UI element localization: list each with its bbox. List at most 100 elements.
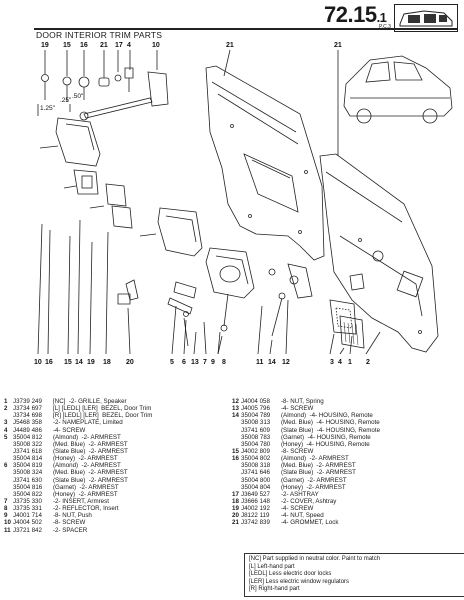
part-number: J4001 714 (13, 512, 42, 520)
header-rule (34, 28, 458, 30)
part-description: -4- GROMMET, Lock (281, 519, 339, 527)
part-callout: 15 (232, 447, 239, 455)
part-callout: 8 (4, 505, 8, 513)
part-description: (Almond) -2- ARMREST (53, 462, 121, 470)
part-callout: 6 (4, 462, 8, 470)
note-line: [NC] Part supplied in neutral color. Pai… (249, 556, 381, 562)
part-number: J3735 330 (13, 497, 42, 505)
page-code: P.C.3 (379, 24, 391, 30)
callout-bottom: 20 (126, 359, 134, 366)
part-description: -2- NAMEPLATE, Limited (53, 419, 123, 427)
part-row: 8 J3735 331 -2- REFLECTOR, Insert (4, 505, 152, 512)
part-row: 6 35004 819 (Almond) -2- ARMREST (4, 462, 152, 469)
part-description: (Med. Blue) -2- ARMREST (281, 462, 356, 470)
callout-bottom: 11 (256, 359, 264, 366)
part-number: J4004 502 (13, 519, 42, 527)
part-number: J3735 331 (13, 505, 42, 513)
part-callout: 21 (232, 519, 239, 527)
part-description: -8- NUT, Push (53, 512, 92, 520)
part-number: 35008 324 (13, 469, 43, 477)
callout-bottom: 12 (282, 359, 290, 366)
part-number: J4005 796 (241, 405, 270, 413)
notes-box: [NC] Part supplied in neutral color. Pai… (244, 553, 464, 597)
callout-top: 21 (334, 42, 342, 49)
part-number: 35004 816 (13, 483, 43, 491)
door-locator-icon (394, 4, 458, 32)
part-row: 35008 313(Med. Blue) -4- HOUSING, Remote (232, 419, 380, 426)
part-number: 35004 814 (13, 455, 43, 463)
note-line: [LER] Less electric window regulators (249, 578, 350, 585)
callout-bottom: 18 (103, 359, 111, 366)
dimension-label: .25" (60, 97, 72, 104)
part-description: -8- SCREW (53, 519, 86, 527)
part-description: (Garnet) -2- ARMREST (281, 476, 347, 484)
part-number: J8122 119 (241, 512, 270, 520)
part-number: J3741 609 (241, 426, 270, 434)
part-description: -8- NUT, Spring (281, 398, 324, 405)
part-description: -2- COVER, Ashtray (281, 497, 337, 505)
part-callout: 19 (232, 505, 239, 513)
part-callout: 16 (232, 455, 239, 463)
part-number: 35004 804 (241, 483, 271, 491)
part-row: 35008 324(Med. Blue) -2- ARMREST (4, 469, 152, 476)
part-description: (Honey) -2- ARMREST (53, 490, 118, 498)
part-number: J4002 809 (241, 447, 270, 455)
part-callout: 9 (4, 512, 8, 520)
part-callout: 3 (4, 419, 8, 427)
callout-top: 16 (80, 42, 88, 49)
callout-bottom: 9 (211, 359, 215, 366)
part-row: 35004 814(Honey) -2- ARMREST (4, 455, 152, 462)
part-number: 35004 819 (13, 462, 43, 470)
note-line: [R] Right-hand part (249, 586, 300, 593)
part-description: -4- NUT, Speed (281, 512, 324, 520)
part-callout: 2 (4, 405, 8, 413)
part-number: J3741 618 (13, 447, 42, 455)
part-description: [L] [LEDL] [LER] BEZEL, Door Trim (53, 405, 152, 413)
part-description: -8- SCREW (281, 447, 314, 455)
part-description: (Honey) -2- ARMREST (281, 483, 346, 491)
part-description: -4- SCREW (281, 405, 314, 413)
note-line: [L] Left-hand part (249, 563, 295, 570)
section-title: DOOR INTERIOR TRIM PARTS (36, 30, 163, 40)
part-number: J3741 646 (241, 469, 270, 477)
part-row: J3741 630(Slate Blue) -2- ARMREST (4, 477, 152, 484)
dimension-label: 1.25" (40, 105, 56, 112)
part-number: J4002 192 (241, 505, 270, 513)
part-description: -2- REFLECTOR, Insert (53, 505, 119, 513)
part-number: J3649 527 (241, 490, 270, 498)
part-row: J3734 698[R] [LEDL] [LER] BEZEL, Door Tr… (4, 412, 152, 419)
part-callout: 11 (4, 526, 11, 534)
part-number: 35004 800 (241, 476, 271, 484)
part-callout: 10 (4, 519, 11, 527)
part-description: (Garnet) -2- ARMREST (53, 483, 119, 491)
part-number: 35008 313 (241, 419, 271, 427)
callout-top: 15 (63, 42, 71, 49)
callout-bottom: 1 (348, 359, 352, 366)
callout-top: 21 (100, 42, 108, 49)
part-callout: 17 (232, 490, 239, 498)
part-number: J3741 630 (13, 476, 42, 484)
callout-bottom: 4 (338, 359, 342, 366)
part-number: J3742 839 (241, 519, 270, 527)
part-number: J4004 058 (241, 398, 270, 405)
part-number: J3721 842 (13, 526, 42, 534)
callout-bottom: 14 (268, 359, 276, 366)
part-description: (Slate Blue) -4- HOUSING, Remote (281, 426, 381, 434)
callout-top: 19 (41, 42, 49, 49)
part-description: -2- ASHTRAY (281, 490, 319, 498)
